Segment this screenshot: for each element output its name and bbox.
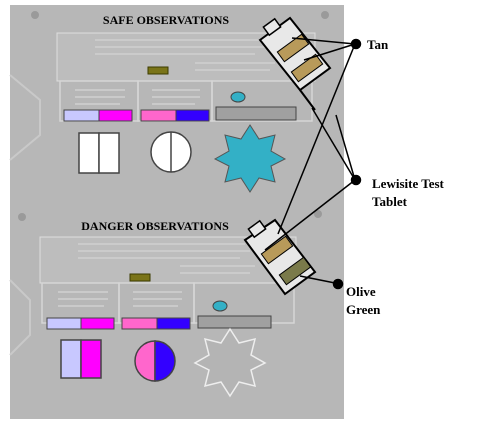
danger-swatch-magenta	[80, 317, 115, 330]
danger-square-left	[60, 339, 82, 379]
safe-test-device	[258, 16, 332, 111]
danger-olive-tablet	[278, 256, 312, 286]
safe-swatch-blue	[175, 109, 210, 122]
danger-panel-title: DANGER OBSERVATIONS	[81, 219, 229, 233]
danger-observations-panel: DANGER OBSERVATIONS	[9, 207, 344, 419]
danger-square-right	[80, 339, 102, 379]
lewisite-label-line1: Lewisite Test	[372, 176, 445, 191]
safe-square-right	[98, 132, 120, 174]
danger-swatch-lavender	[46, 317, 82, 330]
danger-instruction-text-lines	[78, 243, 255, 274]
safe-swatch-gray	[215, 106, 297, 121]
safe-star	[213, 124, 287, 193]
lewisite-label-line2: Tablet	[372, 194, 408, 209]
danger-circle-right	[154, 340, 176, 382]
safe-panel-title: SAFE OBSERVATIONS	[103, 13, 230, 27]
safe-square-left	[78, 132, 100, 174]
danger-swatch-gray	[197, 315, 272, 329]
safe-swatch-cyan-dot	[230, 91, 246, 103]
danger-star	[193, 327, 267, 398]
danger-swatch-cyan-dot	[212, 300, 228, 312]
safe-tan-tablet-bottom	[290, 53, 324, 83]
safe-instruction-text-lines	[95, 39, 275, 71]
olive-label-line2: Green	[346, 302, 381, 317]
safe-swatch-magenta	[98, 109, 133, 122]
callout-lines	[264, 37, 362, 290]
olive-label-line1: Olive	[346, 284, 376, 299]
danger-test-device	[243, 218, 317, 296]
danger-circle-left	[134, 340, 156, 382]
danger-tan-tablet	[260, 235, 294, 265]
danger-swatch-blue	[156, 317, 191, 330]
safe-swatch-lavender	[63, 109, 100, 122]
danger-swatch-pink	[121, 317, 158, 330]
danger-tablet-marker	[129, 273, 151, 282]
safe-tablet-marker	[147, 66, 169, 75]
safe-swatch-pink	[140, 109, 177, 122]
tan-label: Tan	[367, 37, 389, 52]
